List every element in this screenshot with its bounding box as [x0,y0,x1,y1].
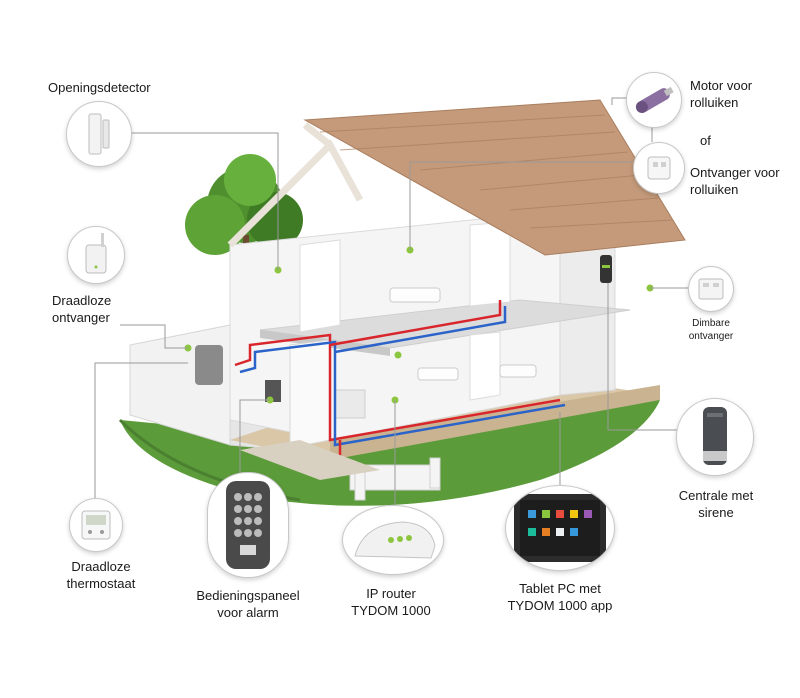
tree-illustration [185,154,303,265]
shutter-receiver-callout [633,142,685,194]
wireless-receiver-callout [67,226,125,284]
door-sensor-callout [66,101,132,167]
siren-callout [676,398,754,476]
thermostat-callout [69,498,123,552]
label-bedieningspaneel: Bedieningspaneel voor alarm [196,588,300,620]
shutter-motor-icon [635,86,674,113]
roof-illustration [303,99,686,256]
door-sensor-icon [88,113,110,155]
shutter-receiver-icon [647,156,671,180]
alarm-keypad-callout [207,472,289,578]
label-openingsdetector: Openingsdetector [48,80,151,95]
tablet-icon [514,494,606,562]
label-draadloze-ontvanger: Draadloze ontvanger [52,293,112,325]
dimmer-callout [688,266,734,312]
thermostat-icon [81,510,111,540]
label-dimbare-ontvanger: Dimbare ontvanger [688,318,734,342]
label-motor-rolluiken: Motor voor rolluiken [690,78,753,110]
wireless-receiver-icon [85,233,107,274]
ip-router-callout [342,505,444,575]
label-ip-router: IP router TYDOM 1000 [351,586,431,618]
ip-router-icon [354,521,436,559]
label-draadloze-thermostaat: Draadloze thermostaat [66,559,136,591]
alarm-keypad-icon [226,481,270,569]
siren-icon [703,407,727,465]
tablet-callout [505,485,615,571]
dimmer-module-icon [698,278,724,300]
shutter-motor-callout [626,72,682,128]
label-of: of [700,133,711,148]
label-centrale: Centrale met sirene [678,488,754,520]
label-tablet: Tablet PC met TYDOM 1000 app [507,581,613,613]
label-ontvanger-rolluiken: Ontvanger voor rolluiken [690,165,780,197]
